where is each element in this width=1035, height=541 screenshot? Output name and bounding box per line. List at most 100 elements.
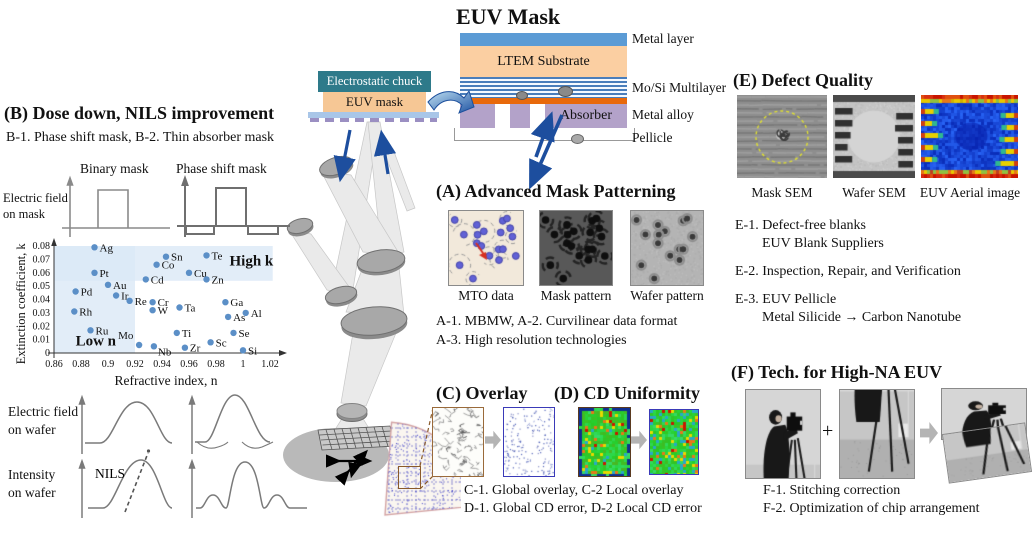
section-f-title: (F) Tech. for High-NA EUV: [731, 362, 943, 382]
svg-text:Cd: Cd: [151, 274, 164, 286]
cd-arrow-icon: [631, 430, 647, 450]
section-b-subtitle: B-1. Phase shift mask, B-2. Thin absorbe…: [6, 130, 275, 145]
stitch-arrow-icon: [920, 421, 938, 445]
mto-data-image: [448, 210, 524, 286]
nils-label: NILS: [95, 466, 125, 481]
zoom-curved-arrow: [427, 89, 475, 114]
mask-pattern-dashes: [310, 118, 437, 122]
defect-particle: [516, 91, 528, 100]
svg-text:0.01: 0.01: [33, 335, 51, 346]
svg-text:Mo: Mo: [118, 330, 134, 342]
mask-sem-image: [737, 95, 827, 178]
illumination-arrows: [333, 129, 397, 183]
mask-sem-caption: Mask SEM: [751, 185, 813, 200]
svg-text:Co: Co: [162, 260, 175, 272]
svg-text:0.9: 0.9: [102, 359, 115, 370]
section-e-title: (E) Defect Quality: [733, 70, 873, 90]
svg-text:Se: Se: [239, 328, 250, 340]
svg-text:Nb: Nb: [158, 346, 172, 358]
local-cd-heatmap: [649, 409, 699, 475]
cameraman-lower-image: [839, 389, 915, 479]
mask-pattern-image: [539, 210, 613, 286]
svg-text:As: As: [233, 312, 245, 324]
stage-scan-arrows: [326, 449, 373, 486]
cameraman-upper-image: [745, 389, 821, 479]
svg-text:1.02: 1.02: [261, 359, 279, 370]
section-f-line2: F-2. Optimization of chip arrangement: [763, 501, 980, 516]
binary-mask-label: Binary mask: [80, 161, 149, 176]
svg-text:0: 0: [45, 348, 50, 359]
section-a-title: (A) Advanced Mask Patterning: [436, 181, 676, 201]
svg-text:0.94: 0.94: [153, 359, 171, 370]
euv-aerial-image: [921, 95, 1018, 178]
pellicle-label: Pellicle: [632, 130, 673, 145]
overlay-zoom-connectors: [419, 407, 434, 490]
multilayer-label: Mo/Si Multilayer: [632, 80, 727, 95]
euv-scanner-optics-illustration: [283, 121, 416, 486]
overlay-zoom-source-rect: [398, 466, 421, 489]
global-overlay-panel: [432, 407, 484, 477]
absorber-block: [510, 104, 530, 128]
section-d-title: (D) CD Uniformity: [554, 383, 700, 403]
svg-text:Ta: Ta: [185, 303, 196, 315]
metal-layer-label: Metal layer: [632, 31, 694, 46]
section-e-line1: E-1. Defect-free blanks: [735, 218, 866, 233]
overlay-arrow-icon: [485, 430, 501, 450]
svg-text:Au: Au: [113, 280, 127, 292]
svg-text:Cr: Cr: [158, 297, 169, 309]
svg-text:Rh: Rh: [79, 307, 92, 319]
defect-particle: [571, 134, 584, 144]
svg-text:0.03: 0.03: [33, 308, 51, 319]
svg-text:Ti: Ti: [182, 328, 191, 340]
euv-aerial-caption: EUV Aerial image: [919, 185, 1021, 200]
mto-data-caption: MTO data: [458, 288, 514, 303]
section-f-line1: F-1. Stitching correction: [763, 483, 901, 498]
svg-text:0.88: 0.88: [72, 359, 90, 370]
intensity-on-wafer-label: Intensity on wafer: [8, 467, 56, 500]
section-c-line: C-1. Global overlay, C-2 Local overlay: [464, 483, 684, 498]
svg-text:Te: Te: [212, 250, 223, 262]
defect-particle: [558, 86, 573, 97]
wafer-sem-image: [833, 95, 915, 178]
plus-sign: +: [822, 420, 834, 442]
svg-text:High k: High k: [230, 253, 274, 269]
svg-text:0.08: 0.08: [33, 241, 51, 252]
section-a-line2: A-3. High resolution technologies: [436, 333, 627, 348]
svg-text:0.96: 0.96: [180, 359, 198, 370]
nils-slope-line: [124, 452, 149, 513]
svg-text:Sn: Sn: [171, 252, 183, 264]
svg-text:Al: Al: [251, 308, 262, 320]
svg-text:0.04: 0.04: [33, 295, 51, 306]
svg-text:0.86: 0.86: [45, 359, 63, 370]
mask-backside-strip: [308, 112, 439, 118]
section-e-line2: E-2. Inspection, Repair, and Verificatio…: [735, 264, 961, 279]
section-e-line3: E-3. EUV Pellicle: [735, 292, 837, 307]
mask-pattern-caption: Mask pattern: [540, 288, 612, 303]
mask-field-waveforms: [62, 175, 290, 237]
phase-shift-mask-label: Phase shift mask: [176, 161, 267, 176]
svg-text:Ga: Ga: [230, 297, 243, 309]
mosi-multilayer: [460, 77, 627, 98]
svg-text:1: 1: [241, 359, 246, 370]
local-overlay-panel: [503, 407, 555, 477]
svg-text:Zr: Zr: [190, 343, 201, 355]
svg-text:Sc: Sc: [216, 337, 227, 349]
section-b-title: (B) Dose down, NILS improvement: [4, 103, 275, 123]
electrostatic-chuck: Electrostatic chuck: [318, 71, 431, 92]
wafer-field-waveforms: NILS: [78, 394, 307, 518]
svg-text:Ir: Ir: [121, 291, 129, 303]
svg-text:0.02: 0.02: [33, 321, 51, 332]
svg-text:0.98: 0.98: [207, 359, 225, 370]
global-cd-heatmap: [578, 407, 631, 477]
svg-text:Low n: Low n: [76, 334, 117, 350]
svg-text:Si: Si: [248, 345, 257, 357]
section-d-line: D-1. Global CD error, D-2 Local CD error: [464, 501, 702, 516]
section-e-line1b: EUV Blank Suppliers: [762, 236, 884, 251]
svg-text:Ag: Ag: [100, 242, 114, 254]
svg-text:0.05: 0.05: [33, 281, 51, 292]
scatter-ylabel: Extinction coefficient, k: [14, 243, 29, 365]
efield-on-wafer-label: Electric field on wafer: [8, 404, 79, 437]
svg-text:0.07: 0.07: [33, 254, 51, 265]
